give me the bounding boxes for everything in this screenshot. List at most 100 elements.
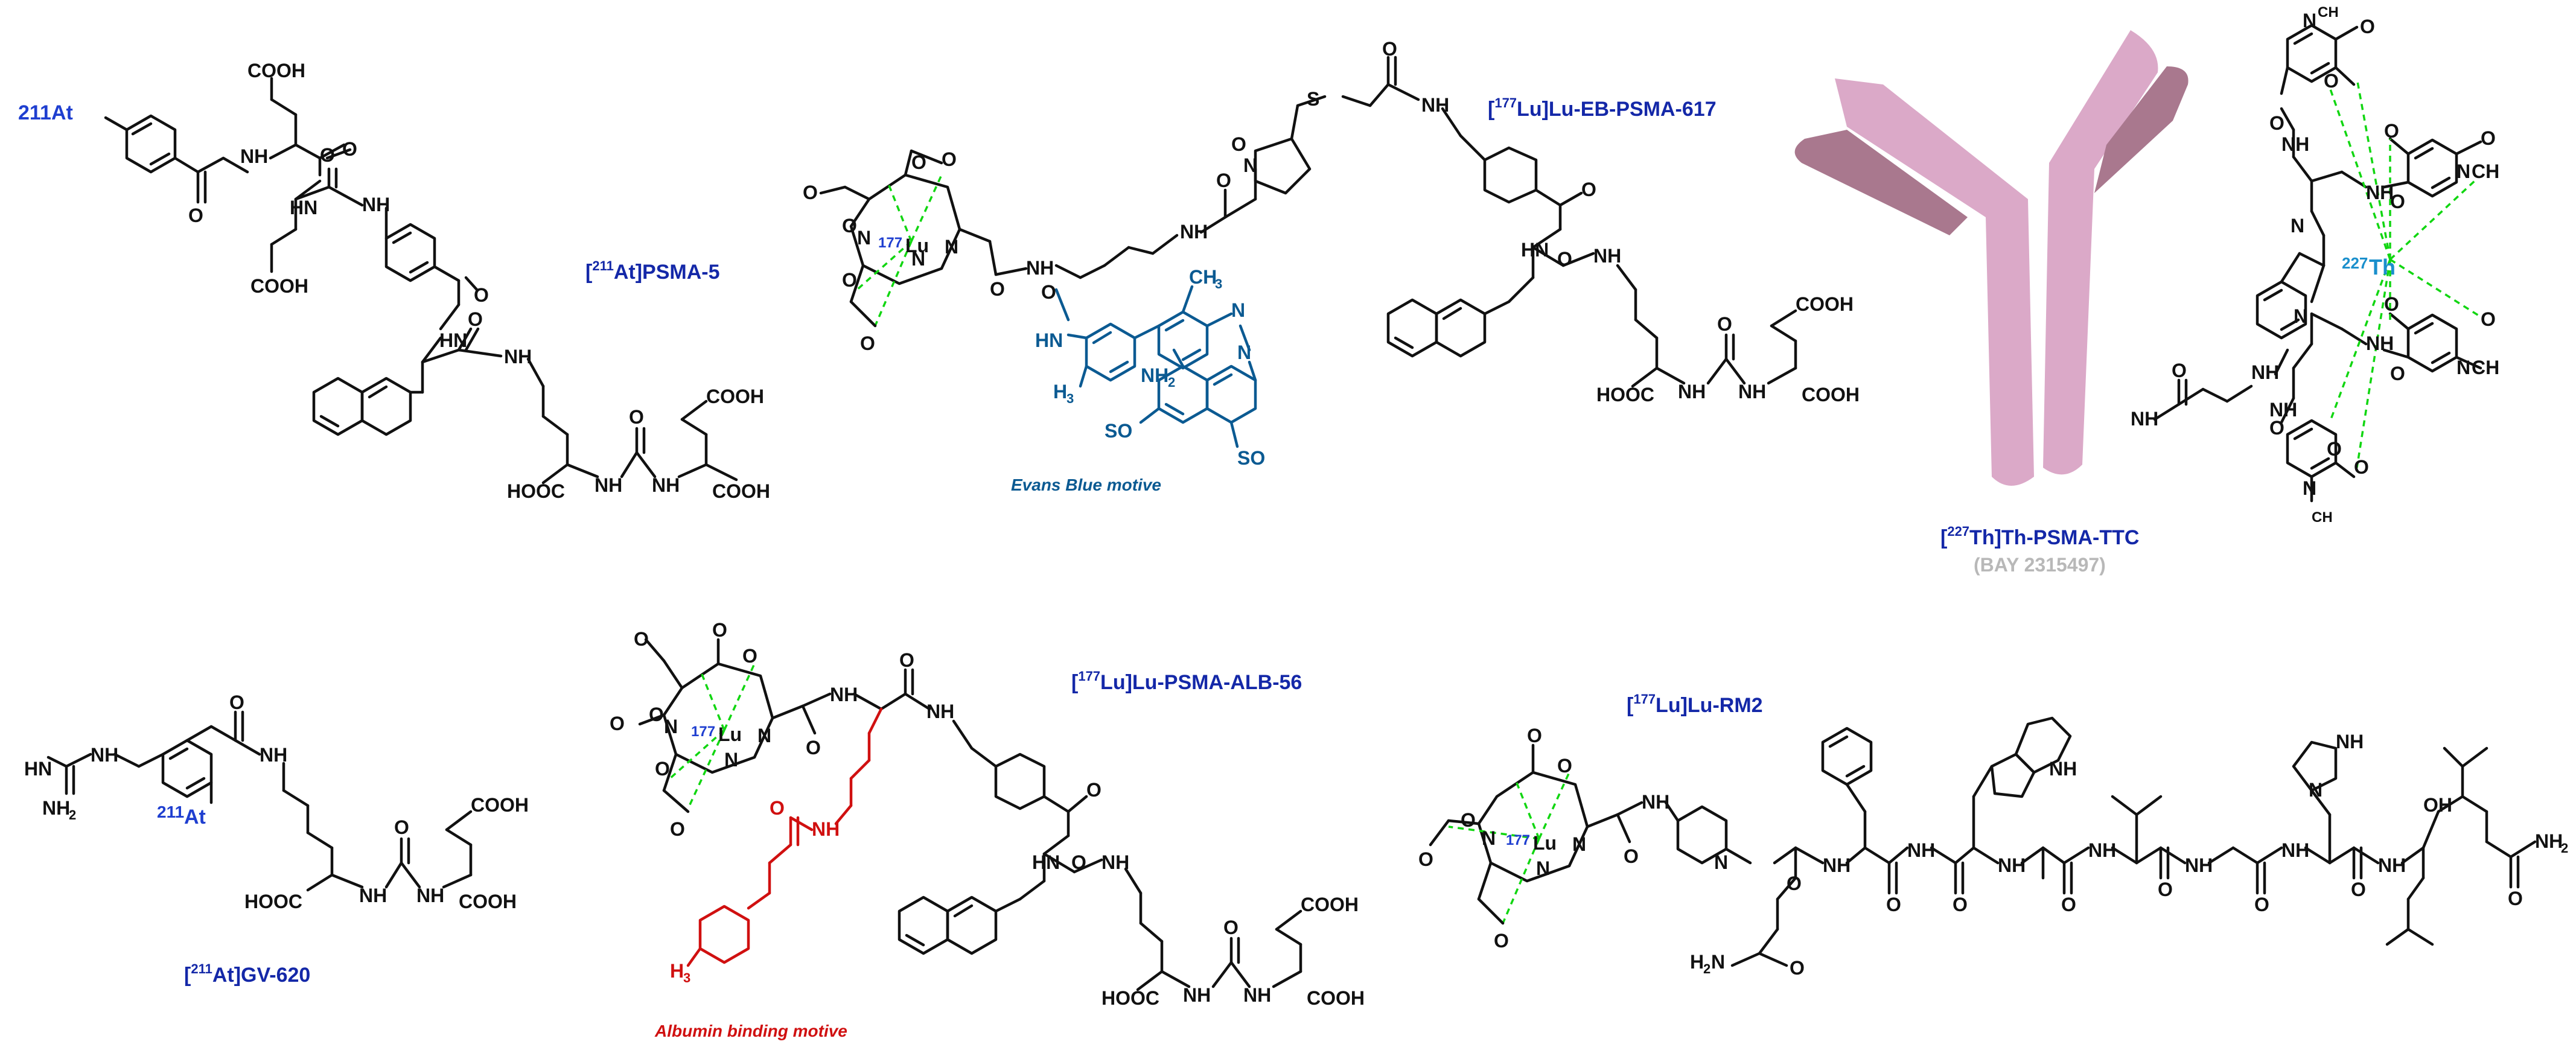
svg-text:CH: CH [2318, 4, 2339, 21]
svg-text:O: O [2254, 894, 2269, 915]
label-evans-blue-motive: Evans Blue motive [1011, 476, 1161, 494]
svg-text:3: 3 [1066, 391, 1074, 406]
antibody-heavy-chain-right [2043, 30, 2158, 475]
svg-text:N: N [2303, 477, 2316, 499]
svg-text:NH: NH [830, 684, 858, 705]
svg-text:OH: OH [2423, 794, 2452, 816]
svg-text:NH: NH [652, 474, 680, 496]
svg-text:O: O [2351, 879, 2366, 900]
svg-text:O: O [842, 269, 857, 291]
svg-text:O: O [1216, 170, 1231, 191]
svg-text:NH: NH [359, 885, 387, 906]
svg-text:O: O [2384, 120, 2399, 142]
structure-eb-psma617: O O N O O N N O O 177 Lu O NH O NH O N O… [803, 38, 1860, 469]
svg-text:O: O [1231, 133, 1246, 155]
svg-text:N: N [1536, 857, 1550, 879]
svg-text:Lu: Lu [1533, 832, 1557, 854]
svg-text:Lu: Lu [718, 724, 742, 745]
svg-text:O: O [320, 144, 335, 166]
svg-text:O: O [1494, 930, 1509, 952]
svg-text:CH: CH [2472, 357, 2499, 378]
svg-text:O: O [1581, 179, 1596, 200]
svg-text:O: O [1223, 917, 1239, 938]
svg-text:O: O [2158, 879, 2173, 900]
svg-text:N: N [857, 227, 871, 249]
svg-text:O: O [342, 138, 357, 160]
svg-text:NH: NH [2535, 830, 2563, 852]
svg-text:O: O [2481, 308, 2496, 330]
svg-text:NH: NH [1907, 839, 1935, 861]
structure-gv620: HN NH NH 2 O NH 211 At HOOC NH O NH COOH… [24, 692, 529, 912]
svg-text:2: 2 [69, 807, 76, 822]
svg-text:Lu: Lu [905, 235, 929, 256]
structure-psma-ttc: NH O NH N N N CH O O O NH NH O O N CH O … [2131, 4, 2499, 526]
svg-text:NH: NH [2366, 182, 2394, 203]
svg-text:HN: HN [439, 329, 467, 351]
svg-text:NH: NH [1180, 221, 1208, 243]
svg-text:O: O [1557, 755, 1572, 777]
svg-text:COOH: COOH [459, 891, 517, 912]
svg-text:N: N [2456, 357, 2470, 378]
svg-text:O: O [1418, 848, 1433, 870]
svg-text:S: S [1307, 88, 1319, 110]
svg-text:O: O [1382, 38, 1397, 60]
svg-text:NH: NH [1738, 381, 1766, 402]
svg-text:O: O [803, 182, 818, 203]
svg-text:HOOC: HOOC [1101, 987, 1159, 1009]
svg-text:O: O [770, 797, 785, 819]
svg-text:COOH: COOH [1301, 894, 1359, 915]
svg-text:2: 2 [2561, 841, 2568, 856]
svg-text:HN: HN [290, 197, 317, 218]
svg-text:O: O [1086, 779, 1101, 801]
svg-text:NH: NH [2281, 839, 2309, 861]
svg-text:HN: HN [1521, 239, 1549, 261]
svg-text:NH: NH [1183, 984, 1211, 1006]
svg-text:O: O [2324, 70, 2339, 92]
svg-text:O: O [1071, 851, 1086, 873]
svg-text:227: 227 [2342, 254, 2368, 272]
svg-text:177: 177 [1506, 832, 1530, 848]
svg-text:O: O [742, 645, 757, 667]
svg-text:N: N [1572, 833, 1586, 855]
svg-text:O: O [2172, 360, 2187, 381]
svg-text:O: O [2508, 888, 2523, 909]
svg-text:O: O [2384, 293, 2399, 315]
svg-text:SO: SO [1105, 420, 1132, 442]
svg-text:N: N [1231, 299, 1245, 321]
svg-text:N: N [945, 236, 958, 258]
svg-text:NH: NH [812, 818, 840, 840]
svg-text:NH: NH [1823, 854, 1851, 876]
svg-text:NH: NH [2281, 133, 2309, 155]
svg-text:NH: NH [1998, 854, 2026, 876]
svg-text:CH: CH [2312, 509, 2333, 526]
svg-text:CH: CH [1189, 266, 1217, 288]
svg-text:O: O [229, 692, 244, 713]
svg-text:O: O [1557, 248, 1572, 270]
svg-text:HN: HN [24, 758, 52, 780]
svg-text:O: O [634, 628, 649, 650]
svg-text:O: O [1461, 809, 1476, 831]
antibody-heavy-chain-left [1835, 78, 2034, 486]
svg-text:O: O [2481, 127, 2496, 149]
svg-text:NH: NH [1141, 364, 1168, 386]
svg-text:O: O [2327, 438, 2342, 460]
svg-text:NH: NH [1678, 381, 1706, 402]
structure-psma5: 211 At O NH COOH O HN COOH O NH O HN O N… [18, 60, 770, 502]
svg-text:N: N [2291, 215, 2304, 237]
svg-text:COOH: COOH [471, 794, 529, 816]
svg-text:O: O [1790, 957, 1805, 979]
svg-text:O: O [942, 148, 957, 170]
svg-text:O: O [2390, 191, 2405, 212]
svg-text:O: O [990, 278, 1005, 300]
svg-text:3: 3 [1215, 276, 1222, 291]
svg-text:N: N [664, 716, 678, 737]
svg-text:NH: NH [362, 194, 390, 215]
svg-text:NH: NH [2336, 731, 2364, 752]
svg-text:COOH: COOH [1796, 293, 1854, 315]
svg-text:NH: NH [91, 744, 118, 766]
svg-text:NH: NH [416, 885, 444, 906]
svg-text:O: O [2390, 363, 2405, 384]
svg-text:H: H [1690, 951, 1704, 973]
label-albumin-binding-motive: Albumin binding motive [655, 1022, 847, 1040]
